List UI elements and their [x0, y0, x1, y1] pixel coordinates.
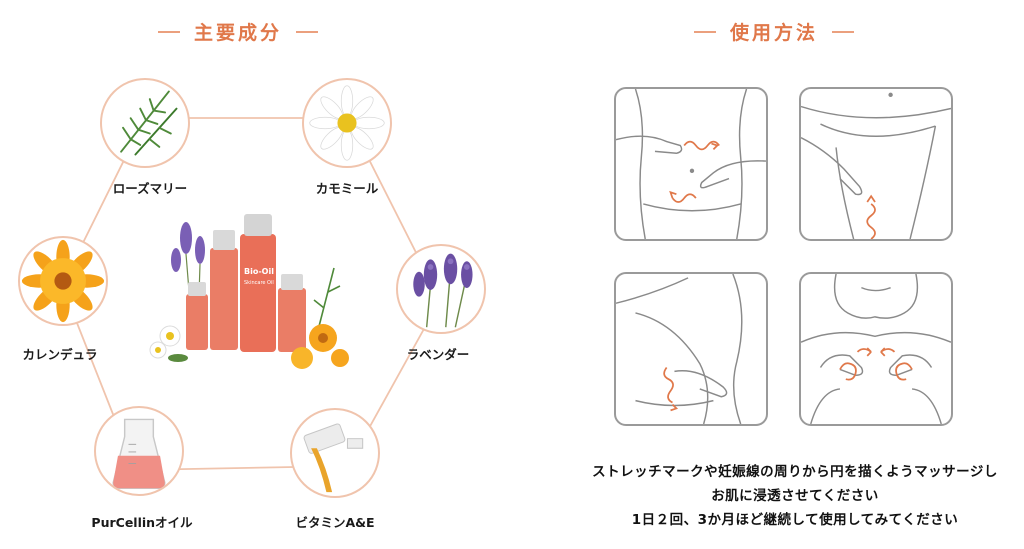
usage-instruction-line: ストレッチマークや妊娠線の周りから円を描くようマッサージし [592, 464, 998, 480]
calendula-icon [21, 239, 105, 323]
bottle-brand-text: Bio-Oil [244, 267, 274, 276]
calendula-circle [18, 236, 108, 326]
beaker-oil-icon [112, 418, 166, 489]
lavender-circle [396, 244, 486, 334]
usage-title: 使用方法 [730, 22, 819, 44]
lavender-icon [413, 253, 473, 328]
ingredient-label: ビタミンA&E [295, 515, 375, 530]
usage-panel-chest [799, 272, 953, 426]
usage-instruction-line: お肌に浸透させてください [711, 488, 879, 504]
product-bottles: Bio-Oil Skincare Oil [148, 208, 358, 374]
ingredient-label: ラベンダー [406, 347, 470, 362]
heading-dash-left [694, 30, 716, 33]
usage-panel-hip [614, 272, 768, 426]
rosemary-circle [100, 78, 190, 168]
beaker-circle [94, 406, 184, 496]
vitamin-circle [290, 408, 380, 498]
thigh-massage-icon [801, 92, 951, 239]
ingredients-title: 主要成分 [194, 22, 283, 44]
hip-massage-icon [616, 274, 743, 424]
ingredient-label: カモミール [315, 181, 379, 196]
usage-panel-abdomen [614, 87, 768, 241]
chest-massage-icon [801, 274, 951, 424]
ingredient-label: PurCellinオイル [91, 515, 193, 530]
chamomile-circle [302, 78, 392, 168]
bottle-subtitle-text: Skincare Oil [244, 280, 274, 286]
usage-panel-thigh [799, 87, 953, 241]
bio-oil-bottles-icon: Bio-Oil Skincare Oil [149, 214, 349, 369]
ingredients-heading: 主要成分 [158, 18, 319, 45]
pouring-oil-icon [303, 423, 364, 493]
ingredient-label: カレンデュラ [22, 347, 98, 362]
ingredient-label: ローズマリー [112, 181, 188, 196]
usage-heading: 使用方法 [694, 18, 855, 45]
rosemary-icon [120, 90, 178, 156]
usage-instruction-line: 1日２回、3か月ほど継続して使用してみてください [631, 512, 959, 528]
heading-dash-left [158, 30, 180, 33]
heading-dash-right [832, 30, 855, 33]
abdomen-massage-icon [616, 89, 766, 239]
heading-dash-right [296, 30, 319, 33]
chamomile-icon [309, 85, 385, 161]
